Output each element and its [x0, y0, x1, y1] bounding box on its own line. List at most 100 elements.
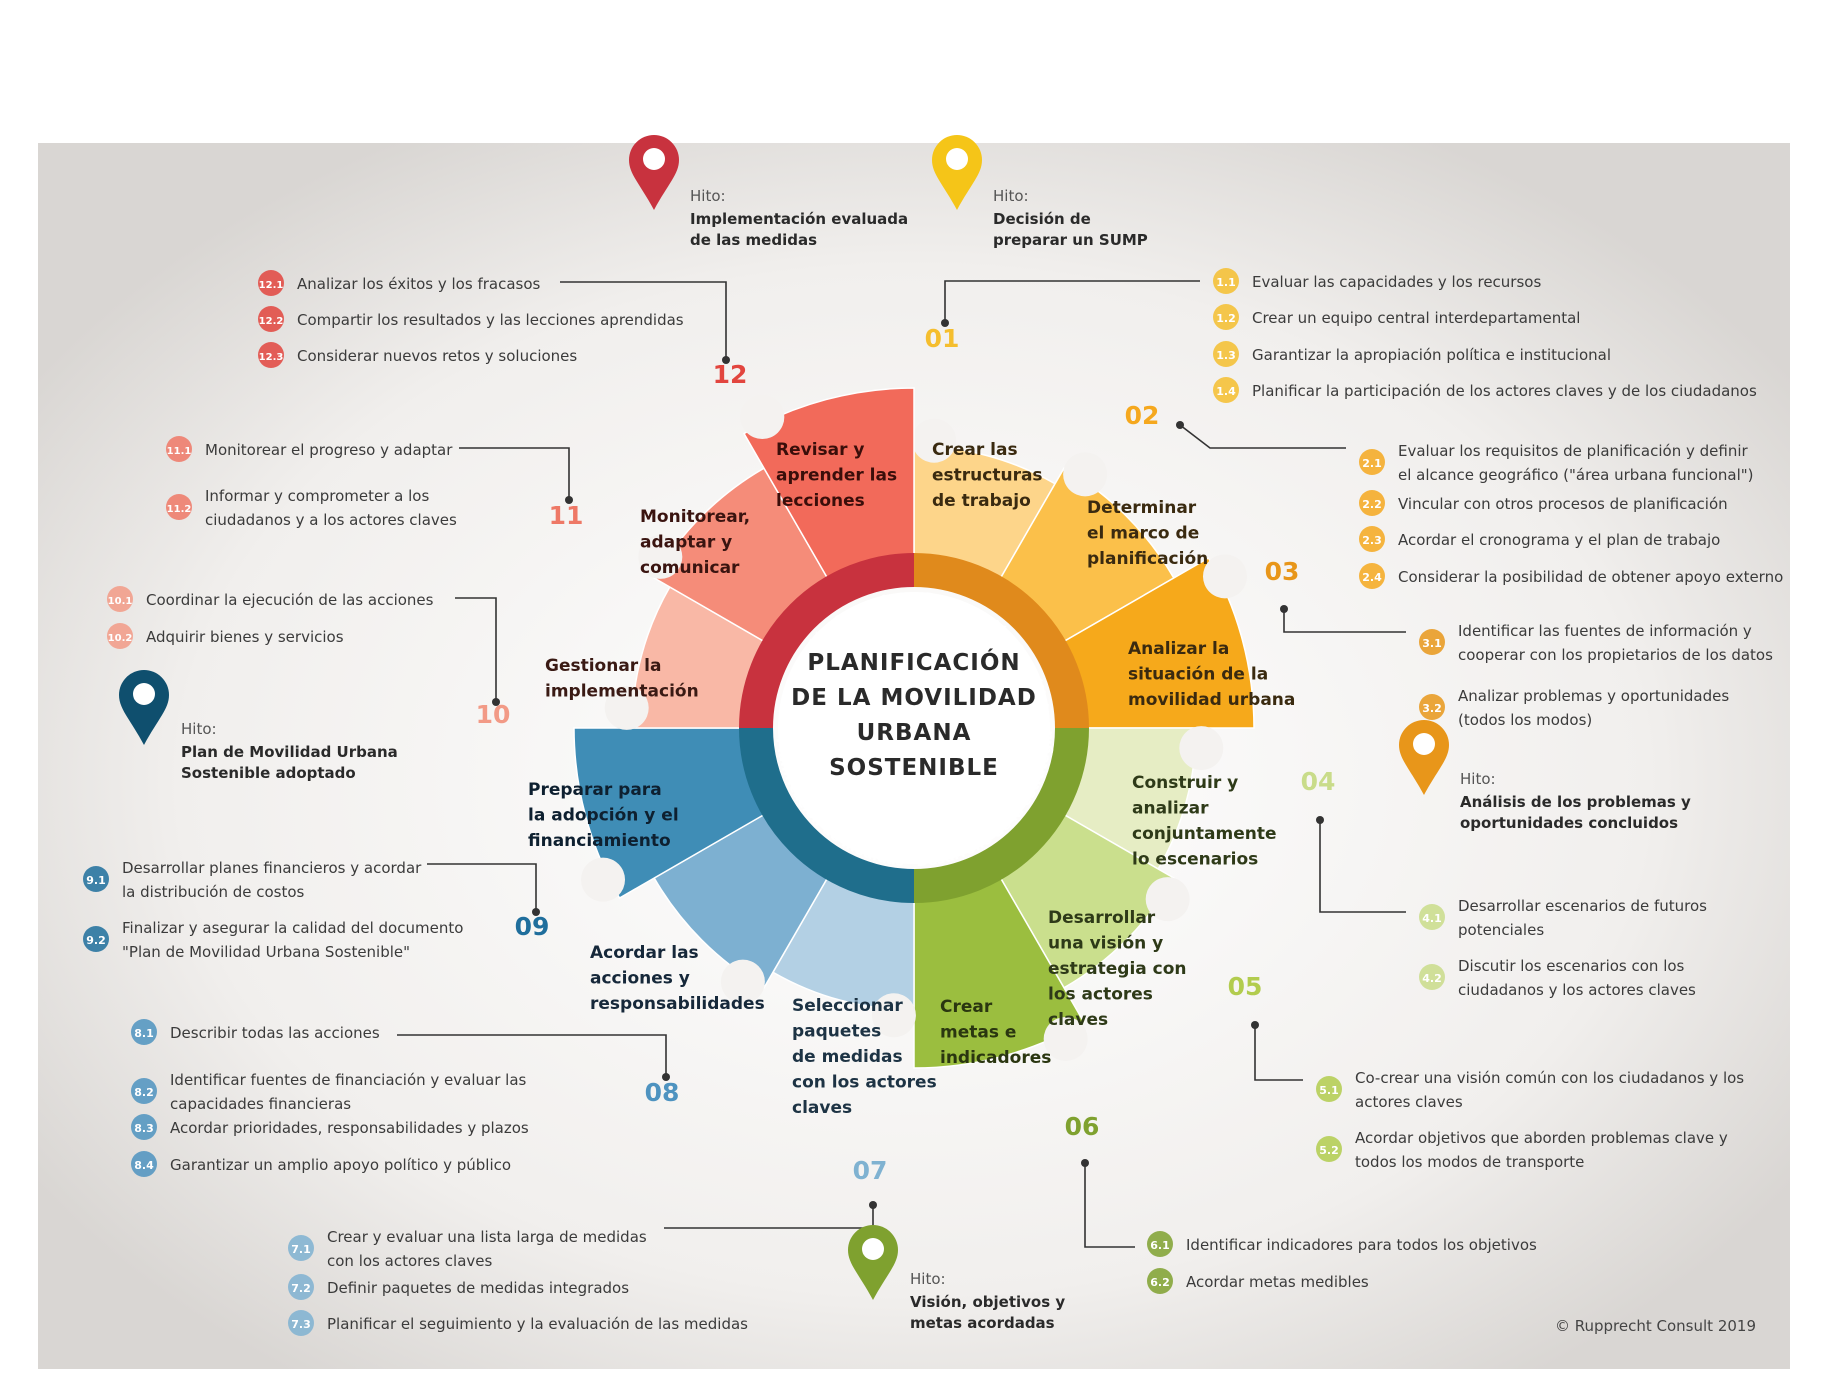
task-badge [1147, 1231, 1173, 1257]
step-title-line: Preparar para [528, 780, 662, 800]
task-badge [1213, 341, 1239, 367]
phase-ring-segment [913, 727, 1089, 903]
milestone-pin-hole [862, 1238, 884, 1260]
task-text-line: Monitorear el progreso y adaptar [205, 441, 453, 459]
milestone-text-line: Análisis de los problemas y [1460, 793, 1691, 811]
step-title-line: estrategia con [1048, 959, 1187, 979]
task-text-line: Co-crear una visión común con los ciudad… [1355, 1069, 1744, 1087]
task-text-line: ciudadanos y los actores claves [1458, 981, 1696, 999]
task-text-line: con los actores claves [327, 1252, 492, 1270]
center-title-line: SOSTENIBLE [829, 755, 999, 781]
task-badge [1359, 563, 1385, 589]
milestone-pin-hole [133, 683, 155, 705]
milestone-text-line: metas acordadas [910, 1314, 1055, 1332]
milestone-pin-hole [643, 148, 665, 170]
task-text-line: Acordar el cronograma y el plan de traba… [1398, 531, 1720, 549]
task-text-line: todos los modos de transporte [1355, 1153, 1584, 1171]
step-title-line: aprender las [776, 466, 897, 486]
step-number: 05 [1228, 972, 1263, 1001]
connector-line [1283, 609, 1406, 633]
step-number: 07 [853, 1156, 888, 1185]
task-text-line: Vincular con otros procesos de planifica… [1398, 495, 1728, 513]
step-title-line: indicadores [940, 1048, 1051, 1068]
task-text-line: Crear un equipo central interdepartament… [1252, 309, 1580, 327]
step-title-line: de medidas [792, 1047, 903, 1067]
task-text-line: Adquirir bienes y servicios [146, 628, 344, 646]
step-notch-12 [740, 395, 785, 440]
step-number: 11 [549, 501, 584, 530]
milestone-text-line: oportunidades concluidos [1460, 814, 1678, 832]
milestone-text-line: Decisión de [993, 210, 1091, 228]
task-badge [1359, 526, 1385, 552]
connector-dot [662, 1073, 670, 1081]
milestone-pin-icon [1399, 720, 1449, 795]
milestone-text-line: Implementación evaluada [690, 210, 908, 228]
step-title-line: financiamiento [528, 831, 671, 851]
task-text-line: Garantizar la apropiación política e ins… [1252, 346, 1611, 364]
step-title-line: Acordar las [590, 943, 699, 963]
milestone-pin-icon [848, 1225, 898, 1300]
task-text-line: Identificar indicadores para todos los o… [1186, 1236, 1537, 1254]
step-notch-04 [1179, 726, 1224, 771]
phase-ring-segment [739, 727, 915, 903]
task-badge [258, 342, 284, 368]
connector-line [397, 1034, 667, 1077]
connector-dot [1316, 816, 1324, 824]
task-text-line: Acordar metas medibles [1186, 1273, 1369, 1291]
task-code: 3.2 [1422, 702, 1442, 715]
task-badge [1419, 964, 1445, 990]
step-title-line: una visión y [1048, 934, 1163, 954]
task-text-line: Acordar prioridades, responsabilidades y… [170, 1119, 529, 1137]
task-code: 8.3 [134, 1122, 154, 1135]
step-title-line: Seleccionar [792, 996, 903, 1016]
connector-dot [1081, 1159, 1089, 1167]
task-code: 8.2 [134, 1086, 154, 1099]
connector-line [459, 447, 570, 500]
connector-dot [1280, 605, 1288, 613]
task-badge [288, 1310, 314, 1336]
task-text-line: Evaluar las capacidades y los recursos [1252, 273, 1541, 291]
task-text-line: potenciales [1458, 921, 1544, 939]
task-text-line: Identificar fuentes de financiación y ev… [170, 1071, 527, 1089]
task-badge [83, 866, 109, 892]
milestone-pin-icon [932, 135, 982, 210]
task-text-line: Evaluar los requisitos de planificación … [1398, 442, 1749, 460]
step-title-line: adaptar y [640, 533, 732, 553]
task-code: 2.1 [1362, 457, 1382, 470]
step-title-line: conjuntamente [1132, 824, 1277, 844]
center-title-line: DE LA MOVILIDAD [791, 685, 1037, 711]
step-number: 09 [515, 912, 550, 941]
task-badge [1316, 1136, 1342, 1162]
step-number: 08 [645, 1078, 680, 1107]
milestone-label: Hito: [1460, 770, 1496, 788]
task-code: 1.1 [1216, 276, 1236, 289]
step-title-line: acciones y [590, 969, 690, 989]
task-code: 10.1 [108, 596, 133, 607]
task-badge [83, 926, 109, 952]
step-sectors [573, 387, 1255, 1069]
task-text-line: Describir todas las acciones [170, 1024, 380, 1042]
step-title-line: el marco de [1087, 524, 1199, 544]
step-title-line: lo escenarios [1132, 850, 1258, 870]
task-badge [1213, 377, 1239, 403]
center-title-line: PLANIFICACIÓN [807, 648, 1020, 676]
task-text-line: actores claves [1355, 1093, 1463, 1111]
task-text-line: la distribución de costos [122, 883, 305, 901]
task-text-line: Informar y comprometer a los [205, 487, 429, 505]
task-badge [288, 1235, 314, 1261]
task-code: 6.1 [1150, 1239, 1170, 1252]
step-title-line: analizar [1132, 799, 1209, 819]
task-badge [1419, 694, 1445, 720]
task-code: 1.3 [1216, 349, 1236, 362]
task-code: 11.1 [167, 446, 192, 457]
step-notch-02 [1063, 452, 1108, 497]
task-code: 2.3 [1362, 534, 1382, 547]
connector-line [1084, 1163, 1135, 1248]
task-text-line: Garantizar un amplio apoyo político y pú… [170, 1156, 511, 1174]
step-title-line: planificación [1087, 549, 1208, 569]
task-text-line: Considerar nuevos retos y soluciones [297, 347, 577, 365]
task-code: 7.1 [291, 1243, 311, 1256]
task-badge [1316, 1076, 1342, 1102]
task-text-line: Identificar las fuentes de información y [1458, 622, 1752, 640]
